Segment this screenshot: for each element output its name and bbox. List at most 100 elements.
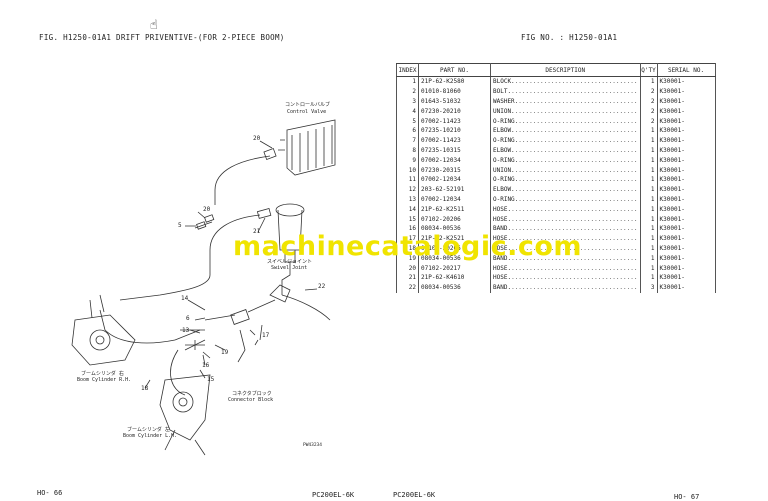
row-part-no: 203-62-52191 [418,184,491,195]
row-description: ELBOW................................... [490,125,641,136]
row-qty: 2 [639,116,658,126]
row-part-no: 08034-00536 [418,282,491,293]
swivel-joint-label-jp: スイベルジョイント [267,259,313,265]
row-qty: 2 [639,86,658,97]
row-part-no: 21P-62-K2580 [418,76,491,87]
row-qty: 1 [639,223,658,234]
callout: 5 [178,222,182,229]
dot-leader: ................................. [518,117,638,125]
left-page: FIG. H1250-01A1 DRIFT PRIVENTIVE-(FOR 2-… [0,0,384,500]
row-serial: K30001- [656,174,716,185]
row-part-no: 07002-12034 [418,155,491,166]
row-qty: 1 [639,243,658,254]
dot-leader: ................................. [518,195,638,203]
row-description: BAND.................................... [490,282,641,293]
row-part-no: 07002-12034 [418,194,491,205]
row-part-no: 08034-00536 [418,223,491,234]
boom-cylinder-rh-label-jp: ブームシリンダ 右 [81,371,124,377]
row-index: 3 [396,96,419,107]
row-description: O-RING.................................. [490,194,641,205]
row-description: UNION................................... [490,165,641,175]
dot-leader: ................................... [511,215,638,223]
row-serial: K30001- [656,253,716,264]
dot-leader: .................................. [514,186,638,194]
row-part-no: 07002-12034 [418,174,491,185]
row-part-no: 21P-62-K2511 [418,204,491,215]
dot-leader: ................................... [511,254,638,262]
row-qty: 1 [639,76,658,87]
dot-leader: ................................... [511,225,638,233]
row-qty: 2 [639,96,658,107]
row-description: UNION................................... [490,106,641,117]
row-description: O-RING.................................. [490,155,641,166]
connector-block-label-jp: コネクタブロック [232,391,272,397]
row-serial: K30001- [656,165,716,175]
row-description: HOSE.................................... [490,204,641,215]
dot-leader: ................................... [511,235,638,243]
row-serial: K30001- [656,282,716,293]
row-part-no: 07102-20217 [418,263,491,273]
row-serial: K30001- [656,96,716,107]
callout: 13 [182,327,190,334]
connector-block-label-en: Connector Block [228,397,274,403]
dot-leader: ................................. [518,97,638,105]
boom-cylinder-lh-label-en: Boom Cylinder L.H. [123,433,178,439]
row-description: O-RING.................................. [490,116,641,126]
row-description: O-RING.................................. [490,174,641,185]
dot-leader: .................................. [514,166,638,174]
parts-diagram [71,119,336,456]
header-part-no: PART NO. [418,63,491,77]
row-part-no: 07102-20206 [418,214,491,224]
row-index: 2 [396,86,419,97]
row-qty: 1 [639,204,658,215]
row-part-no: 07102-20206 [418,243,491,254]
row-serial: K30001- [656,106,716,117]
dot-leader: ................................... [511,274,638,282]
callout: 6 [186,315,190,322]
left-model: PC200EL-6K [312,491,355,499]
right-page-number: HO- 67 [674,493,700,501]
row-qty: 1 [639,272,658,283]
row-index: 20 [396,263,419,273]
table-header-row: INDEX PART NO. DESCRIPTION Q'TY SERIAL N… [396,63,716,77]
row-part-no: 21P-62-K4610 [418,272,491,283]
dot-leader: .................................. [514,146,638,154]
row-serial: K30001- [656,76,716,87]
row-qty: 1 [639,155,658,166]
row-description: BLOCK................................... [490,76,641,87]
row-description: O-RING.................................. [490,135,641,146]
row-part-no: 07002-11423 [418,116,491,126]
row-serial: K30001- [656,145,716,156]
row-part-no: 07230-20315 [418,165,491,175]
row-qty: 1 [639,194,658,205]
row-serial: K30001- [656,125,716,136]
watermark: machinecatalogic.com [233,231,583,262]
row-description: HOSE.................................... [490,263,641,273]
swivel-joint-label-en: Swivel Joint [271,265,308,271]
row-serial: K30001- [656,223,716,234]
row-index: 5 [396,116,419,126]
row-index: 7 [396,135,419,146]
row-serial: K30001- [656,194,716,205]
row-qty: 1 [639,165,658,175]
callout: 18 [141,385,149,392]
callout: 19 [221,349,229,356]
callout: 14 [181,295,189,302]
dot-leader: .................................. [514,107,638,115]
row-serial: K30001- [656,214,716,224]
row-qty: 1 [639,184,658,195]
row-serial: K30001- [656,204,716,215]
row-part-no: 07235-10315 [418,145,491,156]
dot-leader: ................................... [511,264,638,272]
boom-cylinder-lh-label-jp: ブームシリンダ 左 [127,427,170,433]
row-qty: 1 [639,135,658,146]
